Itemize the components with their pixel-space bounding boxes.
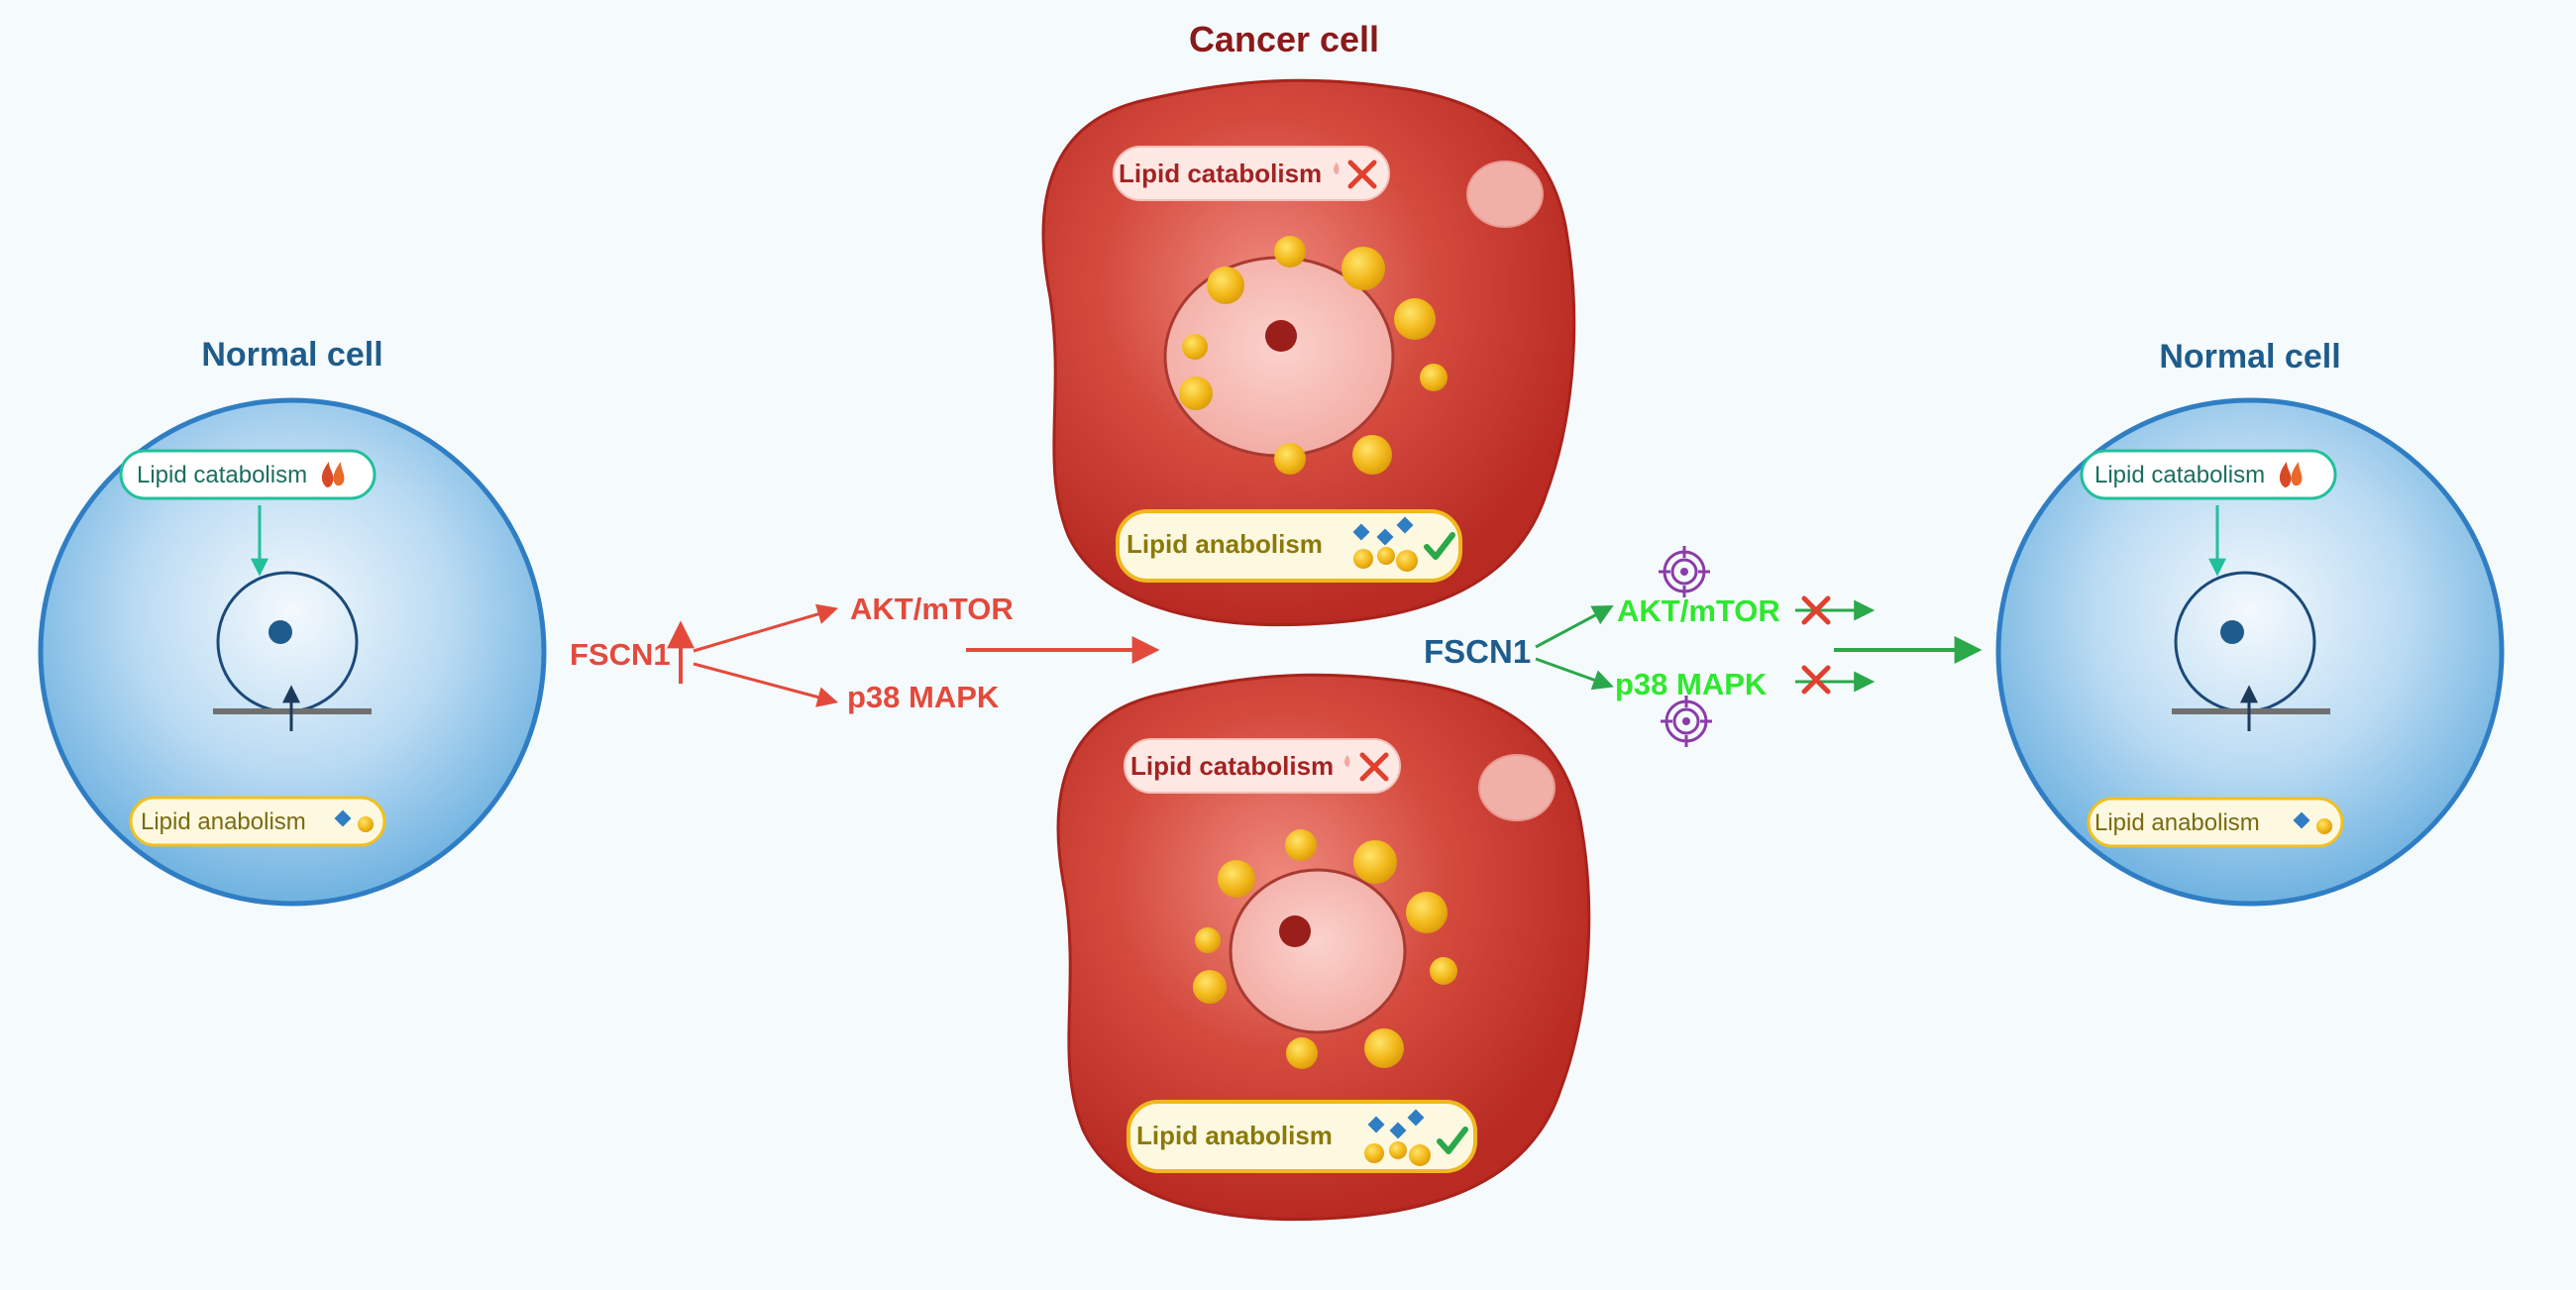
right-cell-membrane <box>1995 397 2505 907</box>
cancer-bottom-anabolism-label: Lipid anabolism <box>1136 1121 1333 1150</box>
cancer-bottom-nucleus <box>1229 868 1407 1034</box>
right-nucleolus <box>2220 620 2244 644</box>
cancer-top-catabolism-pill <box>1113 146 1390 201</box>
left-nucleolus <box>268 620 292 644</box>
lipid-droplet-icon <box>358 816 374 832</box>
cancer-bottom-vesicle <box>1478 754 1556 821</box>
left-anabolism-label: Lipid anabolism <box>141 808 306 835</box>
right-anabolism-label: Lipid anabolism <box>2094 809 2260 836</box>
arrow-to-akt-mtor-inhibited <box>1535 605 1614 649</box>
cancer-top-nucleolus <box>1265 320 1297 352</box>
arrow-to-akt-mtor <box>693 603 839 653</box>
left-catabolism-pill <box>119 449 376 500</box>
right-normal-cell-title: Normal cell <box>2159 338 2340 376</box>
cancer-bottom-nucleolus <box>1279 915 1311 947</box>
left-normal-cell-title: Normal cell <box>201 336 382 374</box>
fscn1-inhibition: FSCN1 AKT/mTOR p38 MAPK <box>1424 544 1983 749</box>
cancer-cell-bottom: Lipid catabolism Lipid anabolism <box>1056 673 1591 1222</box>
akt-mtor-inhibited-label: AKT/mTOR <box>1617 593 1780 628</box>
lipid-droplet-icon <box>1353 549 1373 569</box>
right-normal-cell: Normal cell Lipid catabolism Lipid anabo… <box>1995 338 2505 907</box>
arrow-to-p38-mapk <box>693 662 839 707</box>
cancer-top-anabolism-pill <box>1116 509 1462 583</box>
lipid-droplet-icon <box>1396 550 1418 572</box>
faded-fatty-acid-icon <box>1334 162 1340 174</box>
cancer-bottom-lipid-droplets <box>1193 829 1457 1069</box>
lipid-droplet-icon <box>1364 1143 1384 1163</box>
cancer-bottom-catabolism-pill <box>1124 738 1401 794</box>
arrow-to-p38-mapk-inhibited <box>1535 657 1614 691</box>
cancer-cell-top: Cancer cell Lipid catabolism Lipid anabo… <box>1041 19 1576 627</box>
left-normal-cell: Normal cell Lipid catabolism Lipid anabo… <box>38 336 547 907</box>
fscn1-inhibition-label: FSCN1 <box>1424 633 1531 670</box>
inhibitor-target-icon <box>1659 694 1714 749</box>
right-anabolism-pill <box>2087 797 2344 848</box>
right-catabolism-label: Lipid catabolism <box>2094 462 2265 488</box>
p38-mapk-up-label: p38 MAPK <box>847 680 1000 714</box>
blocked-x-icon <box>1804 668 1828 692</box>
cancer-cell-title: Cancer cell <box>1189 19 1379 59</box>
cancer-top-anabolism-label: Lipid anabolism <box>1127 529 1323 559</box>
right-catabolism-pill <box>2080 449 2337 500</box>
faded-fatty-acid-icon <box>1344 755 1350 767</box>
fscn1-up-label: FSCN1 <box>570 637 671 672</box>
cancer-top-vesicle <box>1466 161 1544 228</box>
lipid-droplet-icon <box>1377 547 1395 565</box>
cancer-top-lipid-droplets <box>1179 236 1448 475</box>
lipid-droplet-icon <box>1409 1144 1431 1166</box>
p38-mapk-inhibited-label: p38 MAPK <box>1615 667 1768 701</box>
left-cell-membrane <box>38 397 547 907</box>
cancer-bottom-anabolism-pill <box>1127 1100 1477 1173</box>
cancer-bottom-catabolism-label: Lipid catabolism <box>1130 751 1334 781</box>
fscn1-upregulation: FSCN1 AKT/mTOR p38 MAPK <box>570 591 1160 714</box>
lipid-droplet-icon <box>2316 818 2332 834</box>
lipid-droplet-icon <box>1389 1141 1407 1159</box>
inhibitor-target-icon <box>1657 544 1712 599</box>
left-anabolism-pill <box>129 796 386 847</box>
left-catabolism-label: Lipid catabolism <box>137 462 307 488</box>
akt-mtor-up-label: AKT/mTOR <box>850 591 1014 626</box>
cancer-top-catabolism-label: Lipid catabolism <box>1119 159 1322 188</box>
